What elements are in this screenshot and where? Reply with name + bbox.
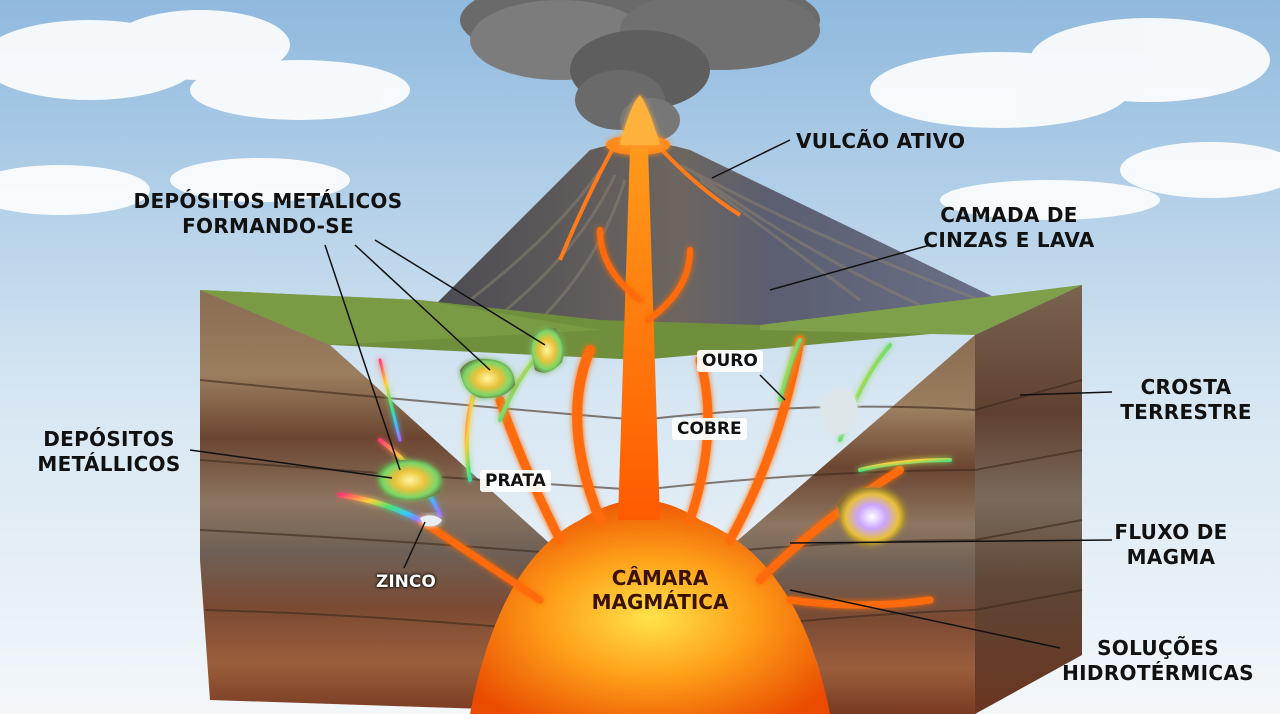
label-depositos-metalicos: DEPÓSITOS METÁLLICOS — [37, 427, 181, 476]
deposit-zinc — [420, 515, 442, 527]
ash-layers — [469, 163, 981, 322]
label-depositos-formando: DEPÓSITOS METÁLICOS FORMANDO-SE — [133, 189, 403, 238]
label-zinco: ZINCO — [376, 572, 436, 592]
deposit-4 — [838, 487, 907, 546]
clouds — [0, 10, 1280, 220]
volcano-cone — [420, 142, 1000, 330]
label-camara-magmatica: CÂMARA MAGMÁTICA — [591, 566, 729, 614]
ore-deposits — [377, 327, 907, 546]
label-prata: PRATA — [480, 470, 551, 492]
deposit-1 — [460, 358, 515, 399]
grass-surface-right — [760, 285, 1082, 335]
deposit-2 — [530, 327, 564, 373]
eruption-fire — [620, 95, 660, 145]
deposit-3 — [377, 459, 443, 501]
label-ouro: OURO — [697, 350, 763, 372]
label-vulcao-ativo: VULCÃO ATIVO — [796, 129, 966, 153]
deposit-silver — [820, 389, 858, 435]
central-conduit — [618, 148, 660, 520]
label-camada-cinzas: CAMADA DE CINZAS E LAVA — [923, 203, 1095, 252]
label-crosta-terrestre: CROSTA TERRESTRE — [1120, 375, 1252, 424]
label-fluxo-magma: FLUXO DE MAGMA — [1114, 520, 1228, 569]
magma-branches — [416, 227, 934, 609]
label-solucoes-hidrotermicas: SOLUÇÕES HIDROTÉRMICAS — [1062, 636, 1254, 685]
leader-lines — [189, 139, 1113, 649]
grass-surface — [200, 290, 600, 345]
label-cobre: COBRE — [672, 418, 747, 440]
lava-stream-left — [558, 149, 614, 261]
lava-stream-right — [660, 148, 742, 217]
crust-side-face — [975, 285, 1082, 714]
magma-chamber — [470, 500, 830, 714]
